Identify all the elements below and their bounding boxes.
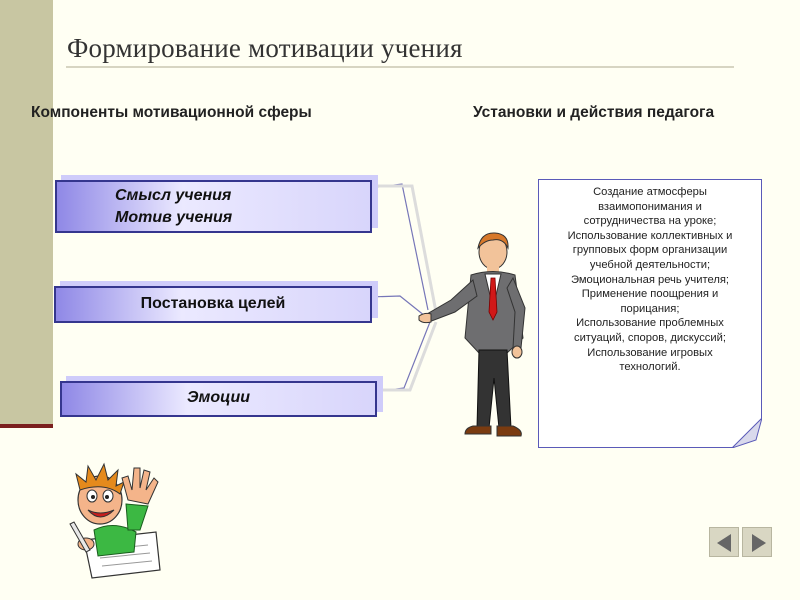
component-meaning-label: Смысл учения <box>115 187 232 204</box>
note-curled-corner <box>732 418 762 448</box>
left-band-divider <box>0 424 53 428</box>
slide-title: Формирование мотивации учения <box>67 33 463 63</box>
component-box-emotions: Эмоции <box>60 381 377 417</box>
component-box-goal-setting: Постановка целей <box>54 286 372 323</box>
component-box-meaning-motive: Смысл учения Мотив учения <box>55 180 372 233</box>
next-slide-button[interactable] <box>742 527 772 557</box>
teacher-actions-text: Создание атмосферы взаимопонимания и сот… <box>567 186 733 374</box>
component-goal-setting-label: Постановка целей <box>140 295 286 312</box>
presenter-man-illustration <box>418 232 526 437</box>
triangle-left-icon <box>717 534 731 552</box>
column-header-teacher-actions: Установки и действия педагога <box>473 104 715 121</box>
cartoon-boy-writing-illustration <box>69 462 161 579</box>
component-motive-label: Мотив учения <box>115 209 233 226</box>
previous-slide-button[interactable] <box>709 527 739 557</box>
triangle-right-icon <box>752 534 766 552</box>
title-underline <box>66 66 734 68</box>
component-emotions-label: Эмоции <box>187 389 250 406</box>
left-decorative-band <box>0 0 53 424</box>
column-header-components: Компоненты мотивационной сферы <box>31 104 312 121</box>
teacher-actions-note: Создание атмосферы взаимопонимания и сот… <box>538 179 762 448</box>
